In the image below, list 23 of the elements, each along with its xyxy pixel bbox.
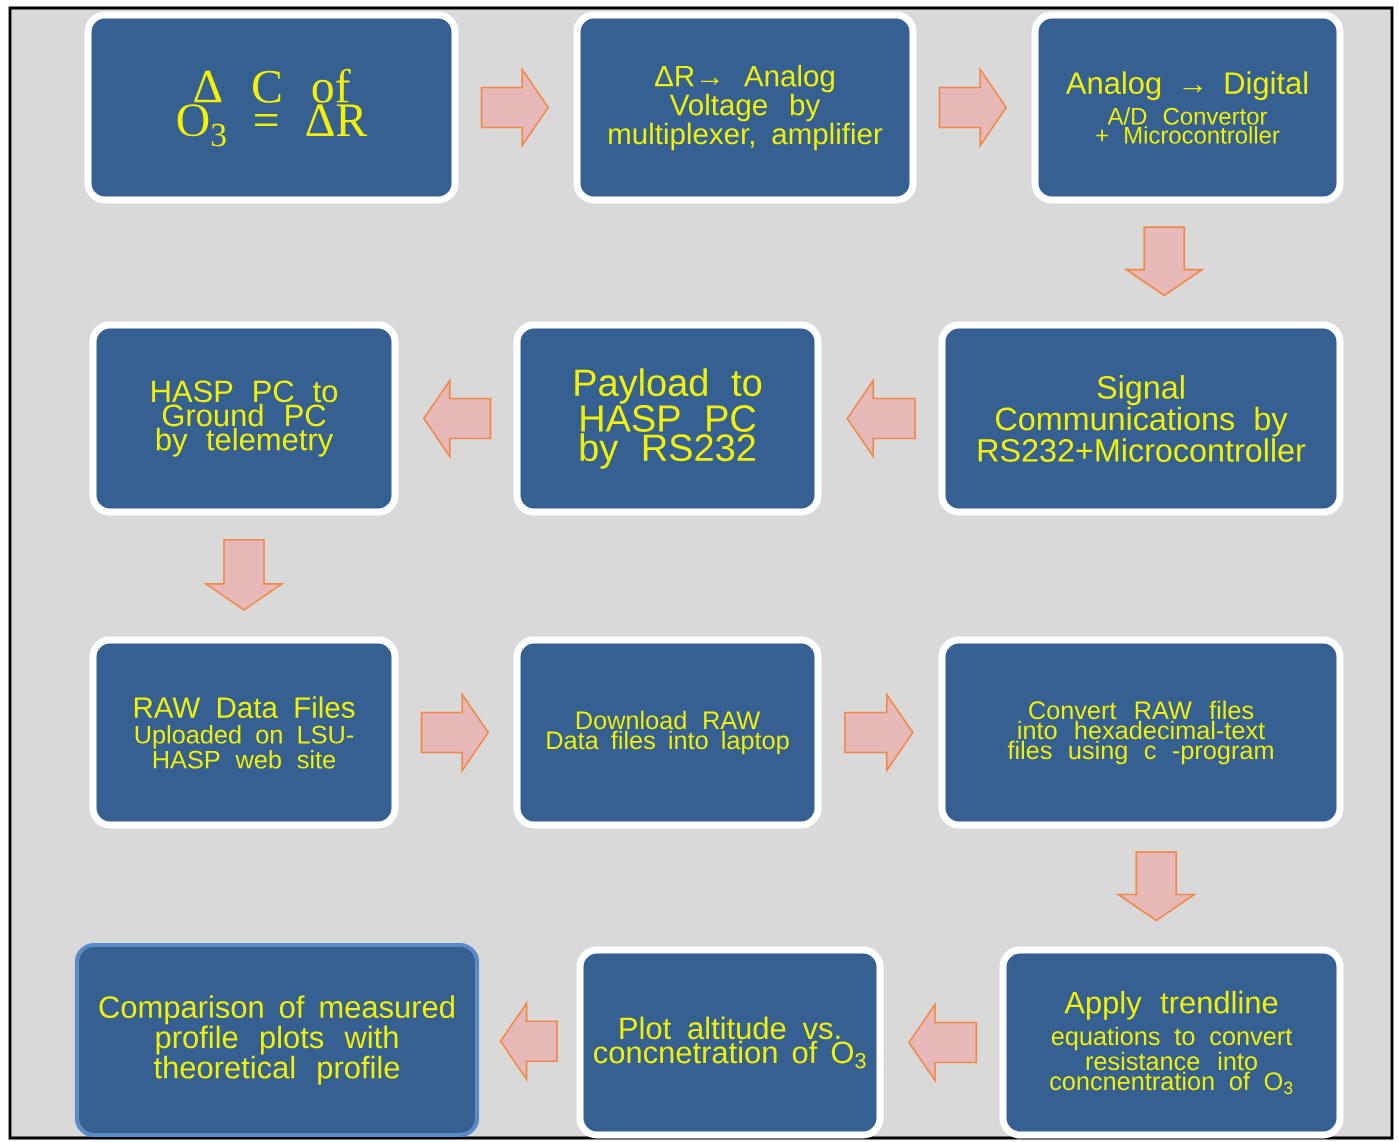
process-box: Download RAW Data files into laptop: [513, 636, 822, 829]
process-box: ΔR→ Analog Voltage by multiplexer, amplifier: [573, 11, 917, 204]
block-arrow: [499, 1000, 558, 1082]
process-box: HASP PC to Ground PC by telemetry: [89, 321, 399, 516]
process-box: Payload to HASP PC by RS232: [513, 321, 822, 516]
block-arrow: [422, 377, 492, 460]
block-arrow: [1123, 226, 1205, 297]
block-arrow: [480, 66, 550, 149]
process-box: Signal Communications by RS232+Microcontroller: [938, 321, 1344, 516]
block-arrow: [1115, 851, 1197, 922]
block-arrow: [844, 691, 914, 774]
process-box: Apply trendline equations to convert resistance into concnentration of O$_{3}$: [999, 946, 1344, 1139]
process-box: Δ C of O$_{3}$ = ΔR: [84, 11, 459, 204]
process-box: Comparison of measured profile plots with theoretical profile: [74, 942, 480, 1138]
process-box: RAW Data Files Uploaded on LSU-HASP web site: [89, 636, 399, 829]
block-arrow: [203, 538, 285, 611]
block-arrow: [938, 66, 1008, 149]
process-box: Plot altitude vs. concnetration of O$_{3}$: [576, 946, 884, 1139]
process-box: Analog → Digital A/D Convertor + Microcontroller: [1031, 11, 1344, 204]
block-arrow: [420, 691, 490, 774]
process-box: Convert RAW files into hexadecimal-text files using c -program: [938, 636, 1344, 829]
block-arrow: [908, 1001, 978, 1084]
block-arrow: [846, 377, 916, 460]
